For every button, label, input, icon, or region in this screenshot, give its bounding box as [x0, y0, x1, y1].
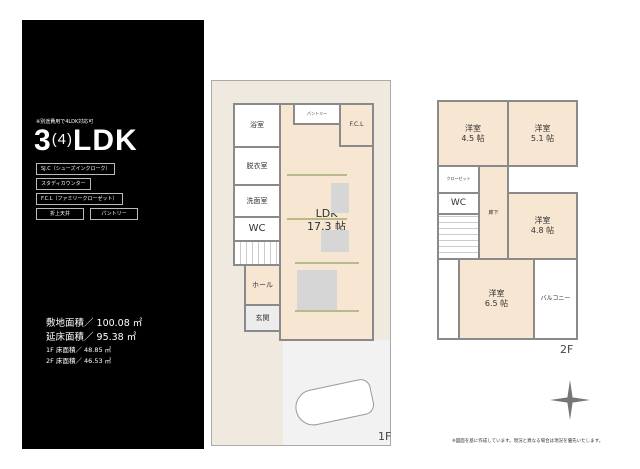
room-label: 玄関 — [255, 313, 270, 322]
room-wc-2f: WC — [437, 192, 480, 215]
layout-title: 3(4)LDK — [34, 124, 138, 158]
room-pantry: パントリー — [293, 103, 341, 125]
room-label: 洋室 — [464, 123, 481, 133]
room-fcl: F.C.L — [339, 103, 374, 147]
feature-tag: F.C.L（ファミリークローゼット） — [36, 193, 123, 205]
room-label: 脱衣室 — [246, 161, 268, 170]
feature-tag: SJ.C（シューズインクローク） — [36, 163, 116, 175]
room-label: ホール — [252, 280, 273, 289]
room-bath: 浴室 — [233, 103, 281, 148]
room-wc: WC — [233, 216, 281, 242]
layout-number: 3 — [34, 124, 52, 157]
room-label: 洋室 — [488, 289, 505, 299]
floor-label-2f: 2F — [560, 343, 574, 356]
stairs — [233, 240, 281, 266]
room-size: 5.1 帖 — [530, 133, 555, 143]
feature-tag: 折上天井 — [36, 208, 84, 220]
room-washroom: 洗面室 — [233, 184, 281, 218]
site-area: 敷地面積／ 100.08 ㎡ — [46, 318, 143, 329]
room-label: 洗面室 — [246, 196, 268, 205]
room-hall: ホール — [244, 264, 281, 306]
ceiling-beam — [287, 174, 347, 176]
ceiling-beam — [295, 310, 359, 312]
room-label: 洋室 — [534, 123, 551, 133]
floor-area: 延床面積／ 95.38 ㎡ — [46, 332, 137, 343]
ceiling-beam — [287, 218, 347, 220]
area-info: 敷地面積／ 100.08 ㎡ 延床面積／ 95.38 ㎡ 1F 床面積／ 48.… — [46, 317, 142, 367]
room-label: 洋室 — [534, 216, 551, 226]
footnote: ※図面を基に作成しています。現況と異なる場合は現況を優先いたします。 — [452, 439, 604, 444]
room-dressing: 脱衣室 — [233, 146, 281, 186]
parking-area — [283, 340, 390, 445]
f2-area: 2F 床面積／ 46.53 ㎡ — [46, 357, 112, 365]
room-size: 17.3 帖 — [307, 220, 346, 233]
room-label: 浴室 — [250, 121, 264, 130]
room-label: WC — [248, 223, 266, 234]
ceiling-beam — [295, 262, 359, 264]
stairs-2f — [437, 213, 480, 260]
layout-option: (4) — [51, 131, 74, 148]
car-icon — [292, 377, 376, 429]
kitchen-island — [331, 183, 349, 213]
room-label: F.C.L — [349, 121, 364, 129]
sofa — [297, 270, 337, 310]
dining-table — [321, 230, 349, 252]
closet-2 — [437, 258, 460, 340]
room-size: 4.5 帖 — [461, 133, 485, 143]
room-label: バルコニー — [540, 295, 571, 303]
layout-suffix: LDK — [73, 124, 138, 157]
floor-label-1f: 1F — [378, 430, 392, 443]
room-entrance: 玄関 — [244, 304, 281, 332]
room-size: 6.5 帖 — [484, 299, 509, 308]
corridor: 廊下 — [478, 165, 509, 260]
room-label: パントリー — [306, 110, 328, 116]
balcony: バルコニー — [533, 258, 578, 340]
f1-area: 1F 床面積／ 48.85 ㎡ — [46, 346, 112, 354]
feature-tag: パントリー — [90, 208, 138, 220]
compass-icon — [550, 380, 590, 420]
closet: クローゼット — [437, 165, 480, 194]
room-label: 廊下 — [488, 209, 499, 216]
room-size: 4.8 帖 — [530, 226, 555, 235]
info-panel: ※別途費用で4LDK対応可 3(4)LDK SJ.C（シューズインクローク） ス… — [22, 20, 204, 449]
room-label: WC — [450, 198, 467, 209]
room-label: クローゼット — [446, 176, 471, 182]
option-note: ※別途費用で4LDK対応可 — [36, 119, 94, 125]
feature-tag: スタディカウンター — [36, 178, 91, 190]
